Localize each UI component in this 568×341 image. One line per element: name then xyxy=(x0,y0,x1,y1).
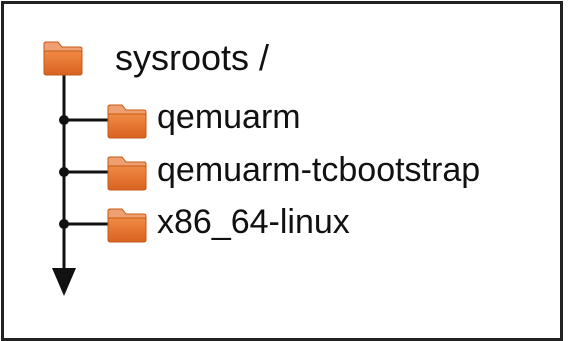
directory-tree xyxy=(43,41,147,296)
folder-icon xyxy=(107,208,147,243)
folder-label-qemuarm: qemuarm xyxy=(157,98,301,136)
arrow-down-icon xyxy=(52,268,76,296)
folder-label-x86-64-linux: x86_64-linux xyxy=(157,203,350,241)
root-folder-label: sysroots / xyxy=(115,37,270,78)
folder-icon xyxy=(43,41,83,76)
folder-label-qemuarm-tcbootstrap: qemuarm-tcbootstrap xyxy=(157,151,481,189)
folder-icon xyxy=(107,104,147,139)
folder-icon xyxy=(107,156,147,191)
